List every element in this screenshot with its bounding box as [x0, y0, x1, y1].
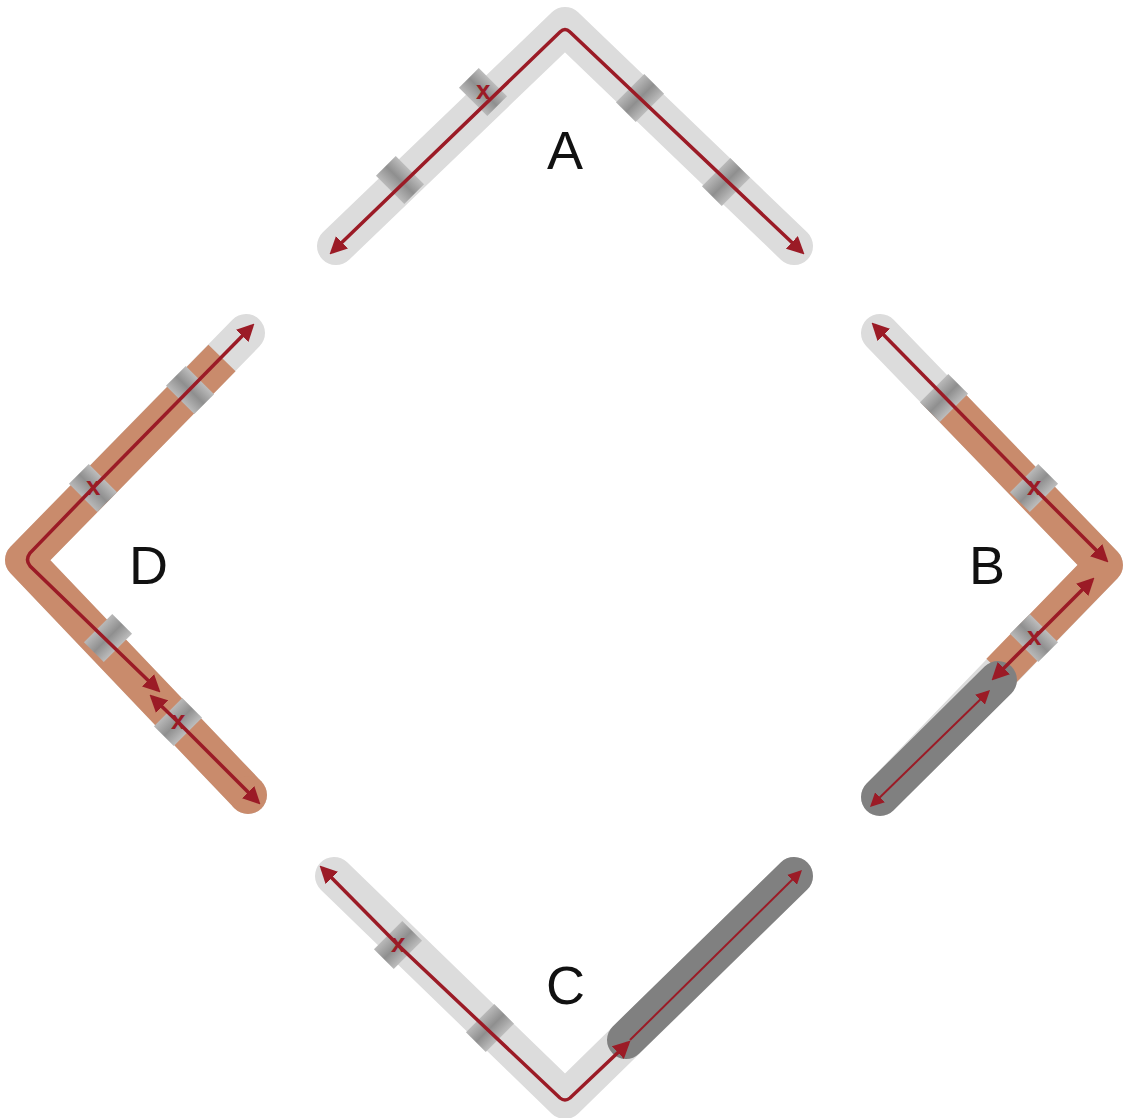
- pipe-letter: C: [546, 958, 585, 1012]
- dark-section: [626, 876, 794, 1040]
- pipe-letter: B: [969, 538, 1005, 592]
- blocked-mark: x: [391, 930, 405, 956]
- pipe-d: [24, 333, 248, 795]
- pipe-letter: A: [547, 123, 583, 177]
- pipe-bands: [69, 68, 1058, 1052]
- pipe-a: [336, 26, 794, 246]
- blocked-mark: x: [171, 707, 185, 733]
- blocked-mark: x: [476, 77, 490, 103]
- blocked-mark: x: [1027, 623, 1041, 649]
- pipe-b: [880, 333, 1104, 797]
- pipe-letter: D: [129, 538, 168, 592]
- flow-arrows: [28, 30, 1107, 1101]
- copper-section: [24, 358, 248, 795]
- pipe-c: [334, 876, 794, 1100]
- blocked-mark: x: [86, 473, 100, 499]
- blocked-mark: x: [1027, 473, 1041, 499]
